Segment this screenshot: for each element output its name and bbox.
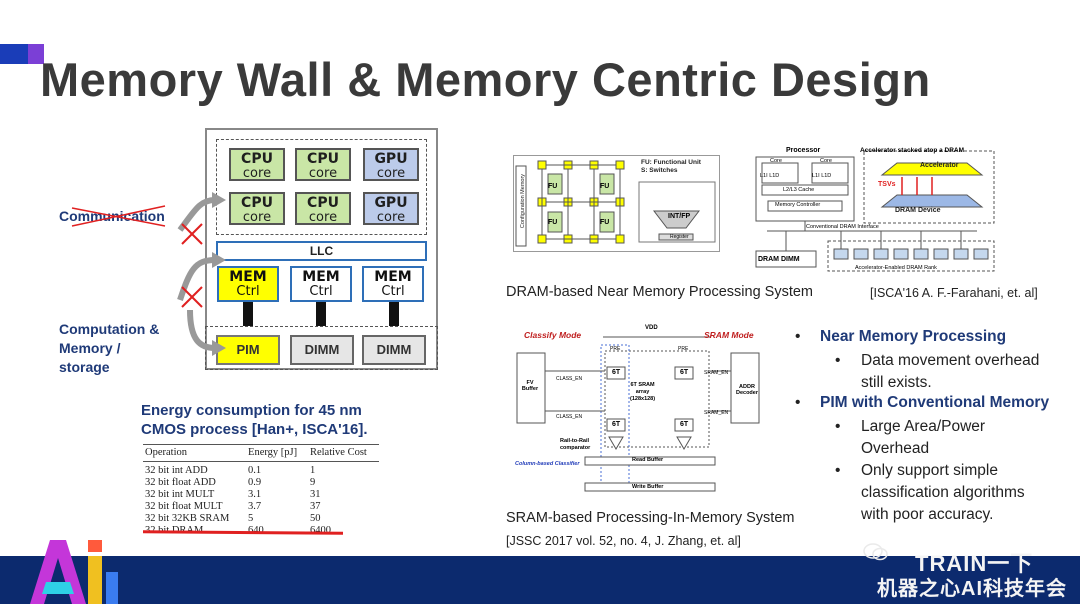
- fu-label: FU: [548, 219, 558, 226]
- dram-device-label: DRAM Device: [895, 207, 941, 214]
- pre-label: PRE: [610, 346, 621, 352]
- fu-label: FU: [600, 183, 610, 190]
- wechat-icon: [863, 543, 888, 561]
- sram-mode-label: SRAM Mode: [704, 330, 754, 340]
- cell-label: 6T: [612, 369, 621, 376]
- accelerator-label: Accelerator: [920, 162, 959, 169]
- bullet-dot-icon: •: [795, 328, 801, 345]
- sram-caption: SRAM-based Processing-In-Memory System: [506, 510, 795, 526]
- llc-block: LLC: [216, 241, 427, 261]
- sram-pim-figure: [515, 325, 777, 493]
- energy-table: Operation Energy [pJ] Relative Cost 32 b…: [143, 444, 379, 537]
- class-en-label: CLASS_EN: [556, 376, 583, 382]
- memory-bus: [243, 302, 253, 326]
- blocked-x-icon: [181, 286, 203, 308]
- fu-label: FU: [600, 219, 610, 226]
- pim-module: PIM: [216, 335, 280, 365]
- slide-title: Memory Wall & Memory Centric Design: [40, 53, 931, 106]
- classify-mode-label: Classify Mode: [524, 330, 582, 340]
- col-header: Energy [pJ]: [246, 444, 308, 462]
- register-label: Register: [670, 234, 689, 240]
- core-label: Core: [770, 158, 782, 164]
- dimm-module: DIMM: [362, 335, 426, 365]
- memory-bus: [316, 302, 326, 326]
- bullet-pim-conventional: • PIM with Conventional Memory: [795, 394, 1050, 411]
- tsv-label: TSVs: [878, 181, 896, 188]
- blocked-x-icon: [181, 223, 203, 245]
- sram-en-label: SRAM_EN: [704, 410, 729, 416]
- vdd-label: VDD: [645, 325, 658, 331]
- core-cluster: [216, 139, 427, 235]
- processor-label: Processor: [786, 147, 821, 154]
- col-header: Operation: [143, 444, 247, 462]
- sram-citation: [JSSC 2017 vol. 52, no. 4, J. Zhang, et.…: [506, 534, 741, 548]
- bottom-banner: [0, 556, 1080, 604]
- accent-bar-blue: [0, 44, 28, 64]
- fv-buffer-label: FV Buffer: [521, 380, 539, 392]
- dimm-module: DIMM: [290, 335, 354, 365]
- alu-label: INT/FP: [668, 213, 691, 220]
- fu-label: FU: [548, 183, 558, 190]
- bullet-dot-icon: •: [835, 462, 841, 479]
- col-header: Relative Cost: [307, 444, 379, 462]
- memory-bus: [389, 302, 399, 326]
- class-en-label: CLASS_EN: [556, 414, 583, 420]
- ai-logo-icon: [30, 540, 118, 604]
- dram-dimm-label: DRAM DIMM: [758, 256, 800, 263]
- fabric-side-label: Configuration Memory: [520, 173, 526, 229]
- cache-l1-label: L1I L1D: [760, 173, 780, 179]
- dram-caption: DRAM-based Near Memory Processing System: [506, 284, 814, 300]
- dram-rank-label: Accelerator-Enabled DRAM Rank: [855, 265, 937, 271]
- dram-citation: [ISCA'16 A. F.-Farahani, et. al]: [870, 286, 1038, 300]
- core-label: Core: [820, 158, 832, 164]
- cache-l2-label: L2/L3 Cache: [783, 187, 815, 193]
- watermark-train: TRAIN一下: [915, 551, 1034, 576]
- addr-decoder-label: ADDR Decoder: [735, 384, 758, 396]
- accent-bar-purple: [28, 44, 44, 64]
- dram-interface-label: Conventional DRAM Interface: [806, 224, 879, 230]
- stack-title: Accelerator stacked atop a DRAM: [860, 147, 965, 154]
- watermark-event: 机器之心AI科技年会: [877, 578, 1067, 600]
- bullet-dot-icon: •: [835, 418, 841, 435]
- reconfigurable-fabric-figure: [513, 155, 720, 252]
- cell-label: 6T: [680, 369, 689, 376]
- cache-l1-label: L1I L1D: [812, 173, 832, 179]
- dram-nmp-figure: [752, 147, 997, 275]
- column-classifier-label: Column-based Classifier: [515, 461, 580, 467]
- bullet-dot-icon: •: [795, 394, 801, 411]
- sram-en-label: SRAM_EN: [704, 370, 729, 376]
- cell-label: 6T: [680, 421, 689, 428]
- bullet-dot-icon: •: [835, 352, 841, 369]
- pre-label: PRE: [678, 346, 689, 352]
- cell-label: 6T: [612, 421, 621, 428]
- write-buffer-label: Write Buffer: [632, 484, 664, 490]
- computation-label: Computation &Memory /storage: [59, 321, 160, 375]
- read-buffer-label: Read Buffer: [632, 457, 664, 463]
- bullet-near-memory: • Near Memory Processing: [795, 328, 1007, 345]
- arch-arrows: [177, 192, 226, 356]
- memory-controller-label: Memory Controller: [775, 202, 821, 208]
- communication-strike: [71, 205, 166, 227]
